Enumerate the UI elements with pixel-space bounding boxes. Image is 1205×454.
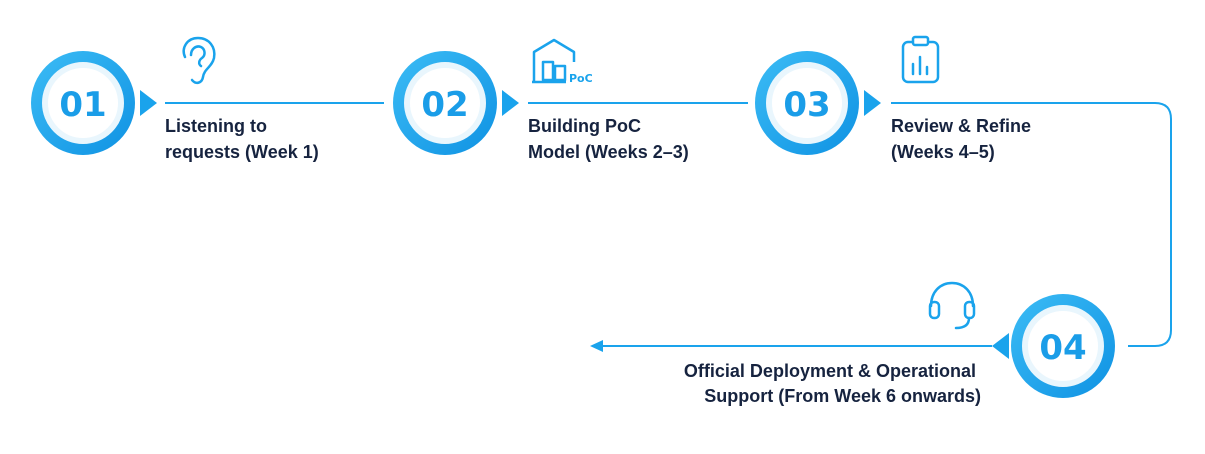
poc-label: PoC	[569, 72, 593, 85]
svg-text:Review & Refine (Weeks 4: Review & Refine (Weeks 4–5)	[891, 116, 1036, 162]
connectors	[165, 102, 1172, 352]
headset-icon	[928, 281, 976, 330]
step-4-label-line-1: Official Deployment & Operational	[684, 361, 976, 381]
ear-icon	[182, 36, 216, 85]
step-3-label-line-1: Review & Refine	[891, 116, 1031, 136]
step-4-inner	[1022, 305, 1104, 387]
step-4-pointer	[992, 333, 1009, 359]
step-1-label-line-2: requests (Week 1)	[165, 142, 319, 162]
step-3: 03 Review & Refine (Weeks 4–5)	[755, 35, 1036, 162]
step-2-pointer	[502, 90, 519, 116]
step-2-label-line-2: Model (Weeks 2–3)	[528, 142, 689, 162]
connector-3-4	[891, 102, 1172, 347]
step-1-label-line-1: Listening to	[165, 116, 267, 136]
step-3-inner	[766, 62, 848, 144]
step-1-pointer	[140, 90, 157, 116]
step-4-number: 04	[1039, 328, 1086, 368]
step-1: 01 Listening to requests (Week 1)	[31, 36, 319, 162]
step-3-number: 03	[783, 85, 830, 125]
step-1-number: 01	[59, 85, 106, 125]
step-3-label-line-2: (Weeks 4–5)	[891, 142, 995, 162]
svg-text:Building PoC Model (Week: Building PoC Model (Weeks 2–3)	[528, 116, 689, 162]
svg-text:Listening to requests (W: Listening to requests (Week 1)	[165, 116, 319, 162]
step-4: 04 Official Deployment & Operational Sup…	[684, 281, 1115, 406]
svg-text:Official Deployment & Operatio: Official Deployment & Operational Suppor…	[684, 361, 981, 406]
step-2: 02 Building PoC Model (Weeks 2–3) PoC	[393, 38, 689, 162]
step-4-label-line-2: Support (From Week 6 onwards)	[704, 386, 981, 406]
step-2-label-line-1: Building PoC	[528, 116, 641, 136]
step-1-inner	[42, 62, 124, 144]
clipboard-chart-icon	[901, 35, 940, 84]
step-2-number: 02	[421, 85, 468, 125]
arrowhead-icon	[590, 340, 603, 352]
step-2-inner	[404, 62, 486, 144]
poc-building-icon: PoC	[532, 38, 593, 85]
step-3-pointer	[864, 90, 881, 116]
